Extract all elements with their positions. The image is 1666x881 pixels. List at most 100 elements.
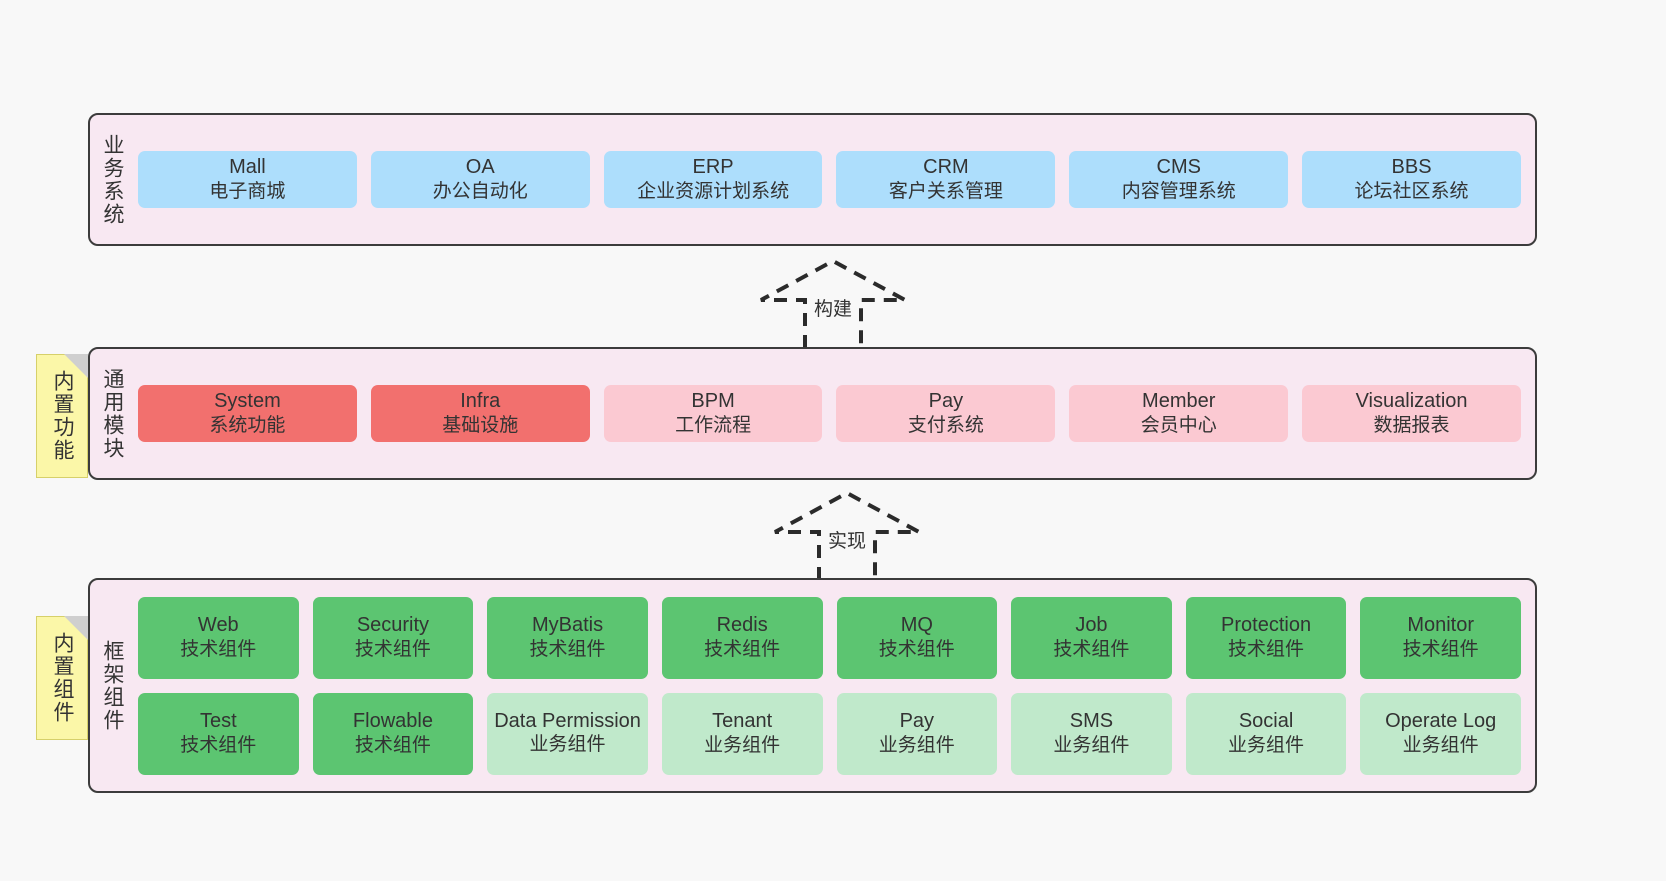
module-name: Pay xyxy=(928,389,964,412)
layer-business-system: 业务系统 Mall 电子商城 OA 办公自动化 ERP 企业资源计划系统 CRM xyxy=(88,113,1537,246)
layer-framework-component-title: 框架组件 xyxy=(101,639,125,732)
component-desc: 业务组件 xyxy=(878,735,955,757)
common-module-row: System 系统功能 Infra 基础设施 BPM 工作流程 Pay 支付系统… xyxy=(138,384,1521,443)
component-desc: 业务组件 xyxy=(1228,735,1305,757)
connector-implement: 实现 xyxy=(772,490,922,582)
component-desc: 业务组件 xyxy=(529,733,606,755)
module-card-oa[interactable]: OA 办公自动化 xyxy=(370,150,590,209)
component-card-social[interactable]: Social 业务组件 xyxy=(1185,692,1347,775)
module-card-mall[interactable]: Mall 电子商城 xyxy=(138,150,357,209)
component-card-tenant[interactable]: Tenant 业务组件 xyxy=(661,692,823,775)
module-name: CMS xyxy=(1156,155,1201,178)
component-card-security[interactable]: Security 技术组件 xyxy=(312,596,474,679)
module-desc: 系统功能 xyxy=(209,415,286,437)
dashed-arrow-up-icon xyxy=(774,490,920,580)
component-card-redis[interactable]: Redis 技术组件 xyxy=(661,596,823,679)
component-card-web[interactable]: Web 技术组件 xyxy=(138,596,299,679)
module-name: Infra xyxy=(460,389,501,412)
component-desc: 业务组件 xyxy=(704,735,781,757)
module-desc: 企业资源计划系统 xyxy=(637,181,790,203)
module-card-erp[interactable]: ERP 企业资源计划系统 xyxy=(603,150,823,209)
component-name: Tenant xyxy=(712,709,773,732)
component-name: SMS xyxy=(1069,709,1114,732)
component-name: Protection xyxy=(1221,613,1312,636)
component-card-flowable[interactable]: Flowable 技术组件 xyxy=(312,692,474,775)
component-card-operate-log[interactable]: Operate Log 业务组件 xyxy=(1360,692,1521,775)
component-name: Pay xyxy=(899,709,935,732)
component-name: Data Permission xyxy=(494,710,641,733)
layer-framework-component: 框架组件 Web 技术组件 Security 技术组件 MyBatis 技术组件… xyxy=(88,578,1537,793)
module-card-infra[interactable]: Infra 基础设施 xyxy=(370,384,590,443)
component-name: Social xyxy=(1238,709,1294,732)
component-name: Redis xyxy=(716,613,768,636)
layer-common-module: 通用模块 System 系统功能 Infra 基础设施 BPM 工作流程 Pay xyxy=(88,347,1537,480)
component-name: Job xyxy=(1075,613,1108,636)
component-desc: 业务组件 xyxy=(1053,735,1130,757)
note-builtin-component: 内置组件 xyxy=(36,616,88,740)
dashed-arrow-up-icon xyxy=(760,258,906,348)
component-card-sms[interactable]: SMS 业务组件 xyxy=(1011,692,1172,775)
module-card-cms[interactable]: CMS 内容管理系统 xyxy=(1069,150,1289,209)
component-card-mq[interactable]: MQ 技术组件 xyxy=(836,596,998,679)
layer-business-system-title: 业务系统 xyxy=(101,133,125,226)
component-name: MyBatis xyxy=(532,613,604,636)
component-name: Security xyxy=(356,613,430,636)
module-desc: 支付系统 xyxy=(907,415,984,437)
module-card-bpm[interactable]: BPM 工作流程 xyxy=(603,384,823,443)
module-name: BBS xyxy=(1391,155,1432,178)
component-name: MQ xyxy=(900,613,933,636)
component-name: Operate Log xyxy=(1385,709,1497,732)
component-desc: 技术组件 xyxy=(180,639,257,661)
module-desc: 会员中心 xyxy=(1140,415,1217,437)
module-card-system[interactable]: System 系统功能 xyxy=(138,384,357,443)
module-card-visualization[interactable]: Visualization 数据报表 xyxy=(1302,384,1521,443)
component-desc: 技术组件 xyxy=(878,639,955,661)
component-card-data-permission[interactable]: Data Permission 业务组件 xyxy=(487,692,648,775)
component-card-protection[interactable]: Protection 技术组件 xyxy=(1185,596,1347,679)
module-card-bbs[interactable]: BBS 论坛社区系统 xyxy=(1302,150,1521,209)
note-fold-corner-icon xyxy=(64,354,88,378)
note-builtin-function-label: 内置功能 xyxy=(51,370,75,462)
module-name: BPM xyxy=(691,389,735,412)
module-desc: 论坛社区系统 xyxy=(1354,181,1469,203)
component-card-test[interactable]: Test 技术组件 xyxy=(138,692,299,775)
component-name: Web xyxy=(197,613,239,636)
module-desc: 工作流程 xyxy=(675,415,752,437)
module-desc: 数据报表 xyxy=(1373,415,1450,437)
layer-common-module-body: System 系统功能 Infra 基础设施 BPM 工作流程 Pay 支付系统… xyxy=(134,349,1535,478)
module-name: Mall xyxy=(229,155,266,178)
module-desc: 电子商城 xyxy=(209,181,286,203)
module-name: Visualization xyxy=(1355,389,1468,412)
layer-framework-component-body: Web 技术组件 Security 技术组件 MyBatis 技术组件 Redi… xyxy=(134,580,1535,791)
module-card-crm[interactable]: CRM 客户关系管理 xyxy=(836,150,1056,209)
layer-business-system-body: Mall 电子商城 OA 办公自动化 ERP 企业资源计划系统 CRM 客户关系… xyxy=(134,115,1535,244)
module-name: ERP xyxy=(692,155,734,178)
connector-build-label: 构建 xyxy=(813,299,852,320)
module-card-member[interactable]: Member 会员中心 xyxy=(1069,384,1289,443)
note-builtin-component-label: 内置组件 xyxy=(51,632,75,724)
component-card-monitor[interactable]: Monitor 技术组件 xyxy=(1360,596,1521,679)
component-desc: 技术组件 xyxy=(1402,639,1479,661)
module-card-pay[interactable]: Pay 支付系统 xyxy=(836,384,1056,443)
component-desc: 业务组件 xyxy=(1402,735,1479,757)
component-desc: 技术组件 xyxy=(354,735,431,757)
module-name: Member xyxy=(1142,389,1216,412)
module-desc: 办公自动化 xyxy=(432,181,528,203)
component-desc: 技术组件 xyxy=(180,735,257,757)
module-desc: 基础设施 xyxy=(442,415,519,437)
component-desc: 技术组件 xyxy=(1228,639,1305,661)
module-name: System xyxy=(214,389,281,412)
component-name: Flowable xyxy=(352,709,433,732)
component-card-job[interactable]: Job 技术组件 xyxy=(1011,596,1172,679)
connector-implement-label: 实现 xyxy=(827,531,866,552)
note-builtin-function: 内置功能 xyxy=(36,354,88,478)
component-desc: 技术组件 xyxy=(354,639,431,661)
component-card-pay[interactable]: Pay 业务组件 xyxy=(836,692,998,775)
connector-build: 构建 xyxy=(758,258,908,350)
component-card-mybatis[interactable]: MyBatis 技术组件 xyxy=(487,596,648,679)
component-desc: 技术组件 xyxy=(1053,639,1130,661)
component-desc: 技术组件 xyxy=(529,639,606,661)
module-desc: 客户关系管理 xyxy=(888,181,1003,203)
component-desc: 技术组件 xyxy=(704,639,781,661)
